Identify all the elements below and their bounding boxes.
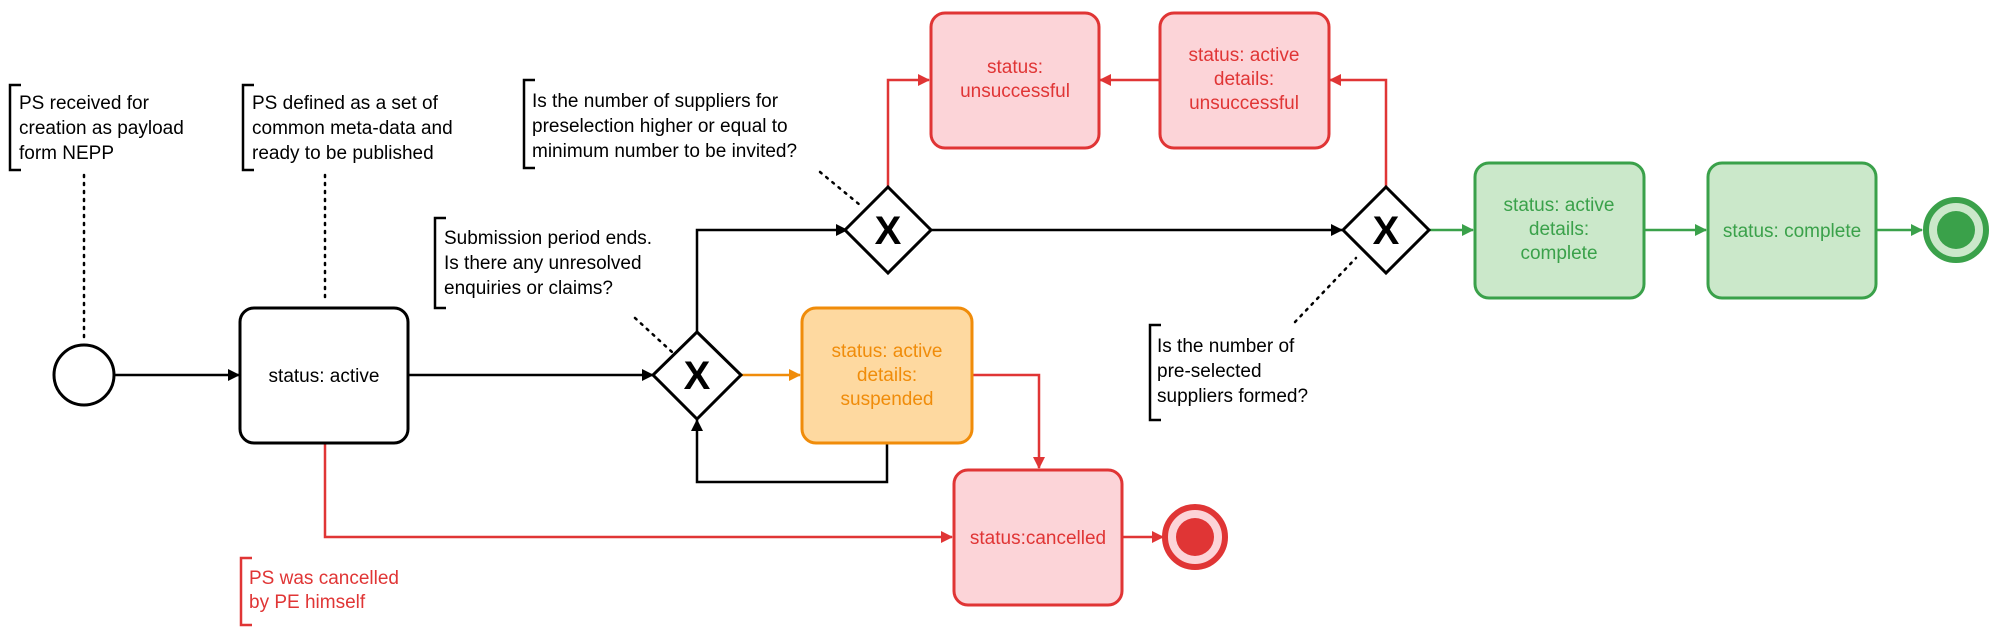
note-line: Is the number of suppliers for (532, 91, 779, 112)
flow-suspended-to-cancelled (973, 373, 1045, 469)
note-line: form NEPP (19, 143, 114, 164)
annotation-submission: Submission period ends. Is there any unre… (433, 216, 674, 354)
flow-suspended-loop (691, 419, 889, 484)
note-line: pre-selected (1157, 361, 1262, 382)
svg-text:Is the number of suppliers for: Is the number of suppliers for preselecti… (532, 91, 797, 162)
flow-g2-to-unsuccessful (886, 74, 930, 190)
task-label: details: (1529, 219, 1589, 240)
task-active-complete: status: active details: complete (1473, 161, 1646, 300)
task-cancelled: status:cancelled (952, 468, 1124, 607)
svg-text:status: complete: status: complete (1723, 221, 1861, 242)
task-label: status: active (1189, 45, 1300, 66)
note-line: common meta-data and (252, 118, 453, 139)
note-line: Submission period ends. (444, 228, 652, 249)
svg-text:status:cancelled: status:cancelled (970, 528, 1106, 549)
task-label: status:cancelled (970, 528, 1106, 549)
task-label: details: (1214, 69, 1274, 90)
annotation-defined: PS defined as a set of common meta-data a… (241, 83, 453, 302)
task-unsuccessful: status: unsuccessful (929, 11, 1101, 150)
task-status-active: status: active (238, 306, 410, 445)
note-line: minimum number to be invited? (532, 141, 797, 162)
task-label: status: complete (1723, 221, 1861, 242)
gateway-x-icon: X (1373, 209, 1400, 253)
annotation-formed: Is the number of pre-selected suppliers fo… (1148, 256, 1358, 422)
task-label: status: active (832, 341, 943, 362)
annotation-minimum: Is the number of suppliers for preselecti… (522, 78, 862, 207)
note-line: PS was cancelled (249, 568, 399, 589)
svg-text:status:unsuccessful: status: unsuccessful (960, 57, 1070, 102)
note-line: enquiries or claims? (444, 278, 613, 299)
note-line: creation as payload (19, 118, 184, 139)
gateway-formed: X (1340, 184, 1432, 276)
task-label: status: (987, 57, 1043, 78)
gateway-x-icon: X (684, 354, 711, 398)
task-active-suspended: status: active details: suspended (800, 306, 974, 445)
task-label: unsuccessful (1189, 93, 1299, 114)
note-line: Is there any unresolved (444, 253, 642, 274)
gateway-submission: X (650, 329, 744, 422)
note-line: by PE himself (249, 592, 366, 613)
task-active-unsuccessful: status: active details: unsuccessful (1158, 11, 1331, 150)
end-event-cancelled (1162, 504, 1228, 570)
note-line: preselection higher or equal to (532, 116, 788, 137)
flows (115, 74, 1923, 543)
svg-text:Submission period ends.Is ther: Submission period ends. Is there any unre… (444, 228, 652, 299)
flow-g1-to-g2 (695, 224, 848, 332)
end-event-complete (1923, 197, 1989, 263)
task-label: complete (1520, 243, 1597, 264)
annotation-cancelled-by: PS was cancelled by PE himself (239, 556, 399, 627)
gateway-minimum: X (842, 184, 934, 276)
task-label: details: (857, 365, 917, 386)
gateway-x-icon: X (875, 209, 902, 253)
task-label: suspended (841, 389, 934, 410)
flow-active-to-cancelled (323, 443, 953, 543)
task-label: status: active (1504, 195, 1615, 216)
note-line: ready to be published (252, 143, 434, 164)
task-complete: status: complete (1706, 161, 1878, 300)
note-line: Is the number of (1157, 336, 1295, 357)
task-label: unsuccessful (960, 81, 1070, 102)
note-line: PS received for (19, 93, 150, 114)
svg-text:status: active: status: active (269, 366, 380, 387)
task-label: status: active (269, 366, 380, 387)
annotation-received: PS received for creation as payload form N… (8, 83, 184, 340)
flow-g3-to-active-unsuccessful (1329, 74, 1388, 190)
note-line: PS defined as a set of (252, 93, 439, 114)
start-event (52, 343, 116, 407)
note-line: suppliers formed? (1157, 386, 1308, 407)
